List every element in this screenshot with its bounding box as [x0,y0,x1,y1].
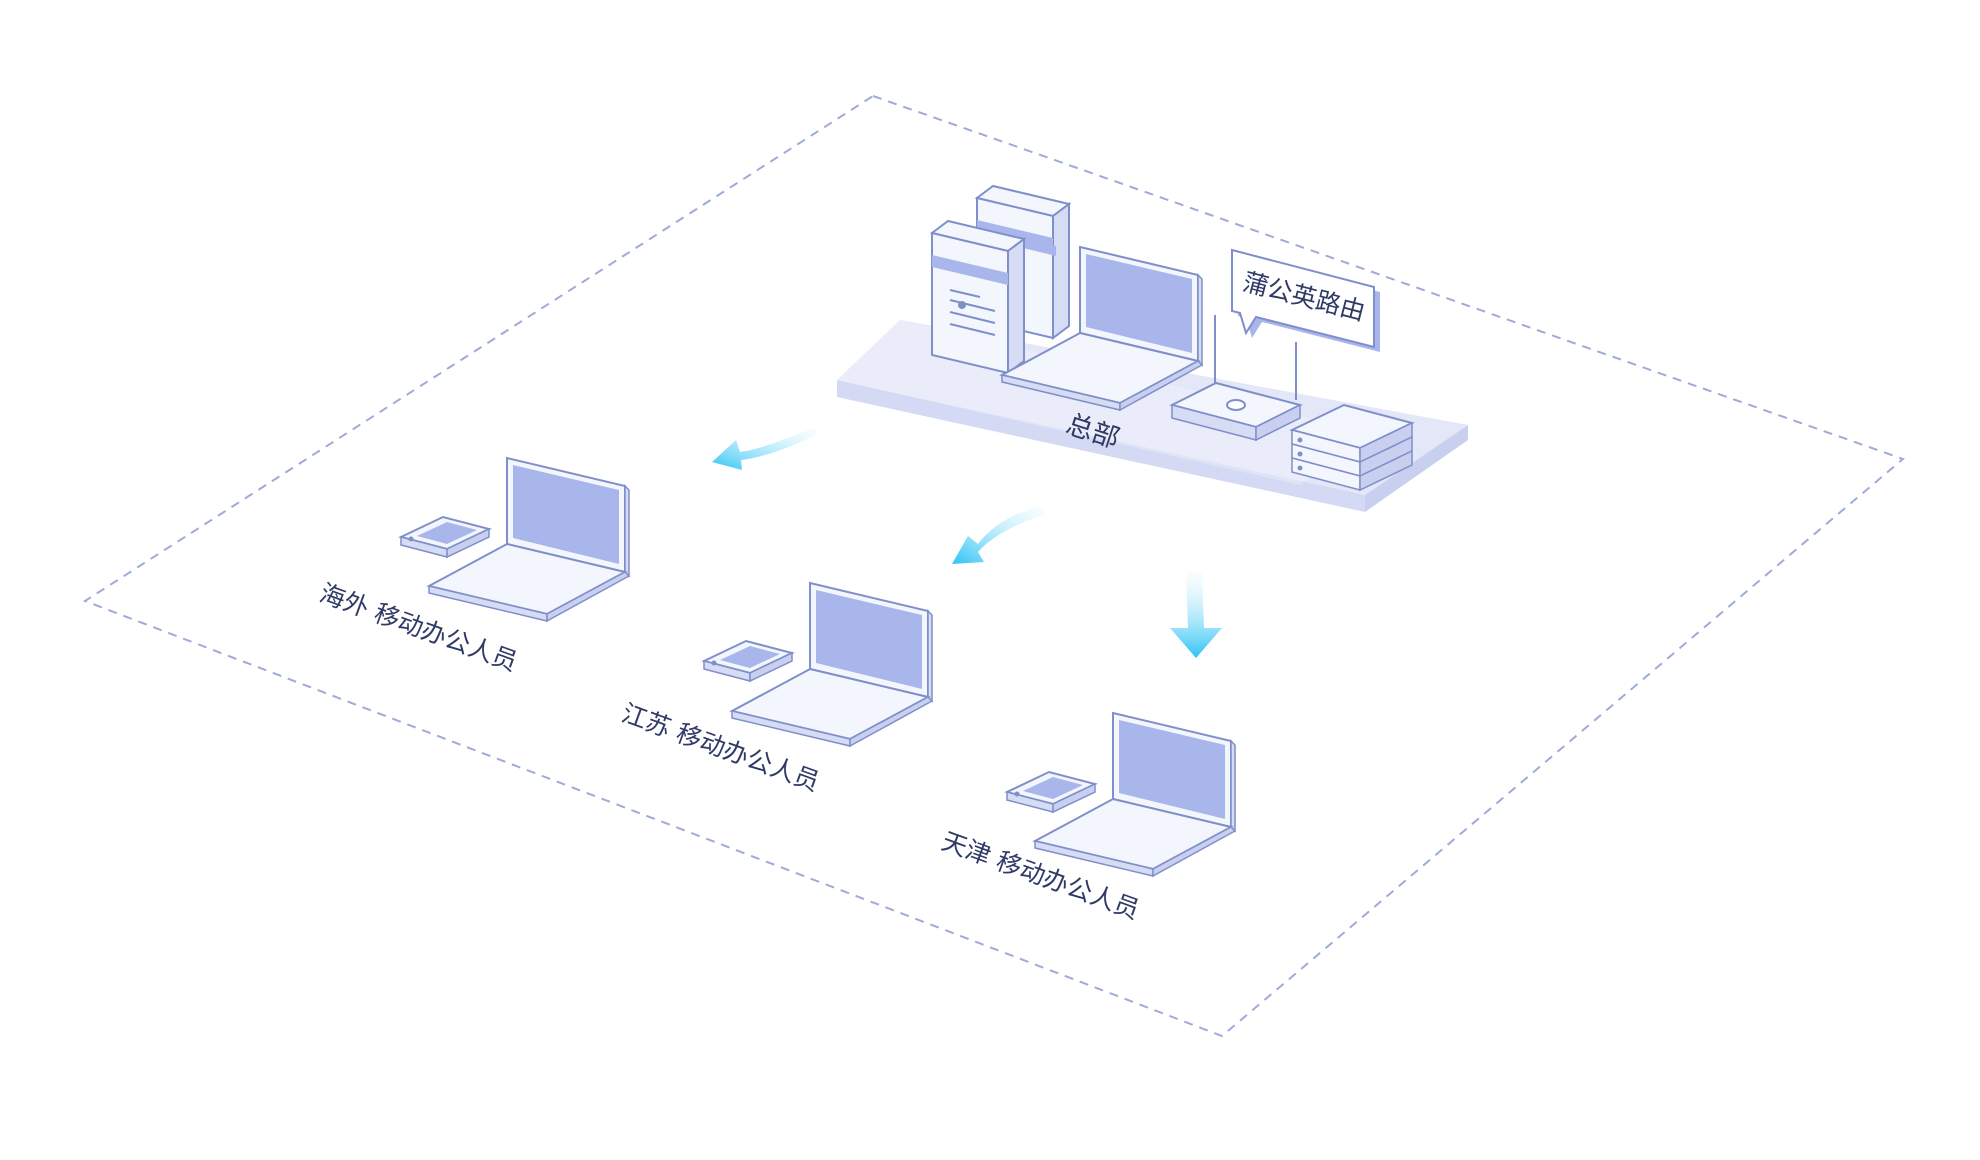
branch-overseas [400,457,630,622]
server-tower-front [931,220,1025,374]
arrow-to-tianjin [1170,572,1222,658]
router-device [1169,315,1303,442]
switch-stack [1289,403,1415,492]
branch-tianjin [1006,712,1236,877]
router-callout [1231,248,1380,352]
branch-jiangsu [703,582,933,747]
network-boundary [82,94,1905,1038]
arrow-to-jiangsu [952,506,1046,564]
phone-icon [703,640,793,682]
phone-icon [1006,771,1096,813]
phone-icon [400,516,490,558]
arrow-to-overseas [712,428,818,470]
